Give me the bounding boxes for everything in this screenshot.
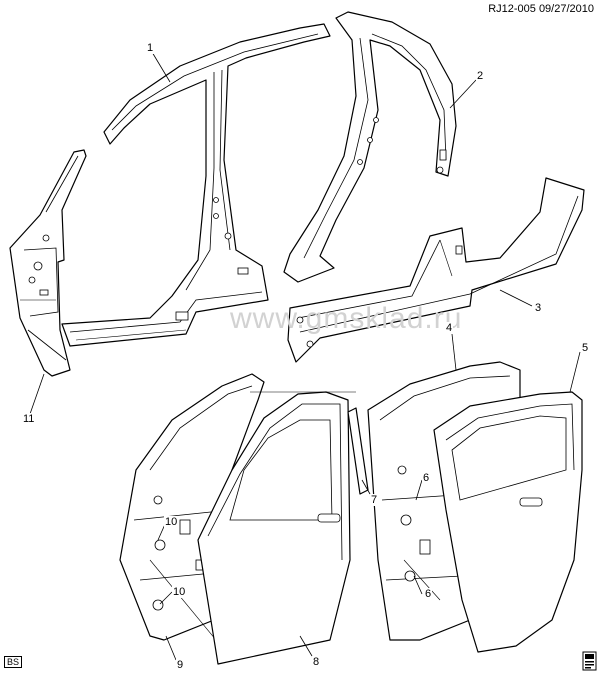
front-hinge-pillar [9,149,87,377]
rear-door-channel [347,407,369,495]
callout-4: 4 [445,322,454,334]
callout-6-upper: 6 [422,472,431,484]
callout-10-lower: 10 [172,586,187,598]
callout-6-lower: 6 [424,588,433,600]
callout-7: 7 [370,494,379,506]
callout-2: 2 [476,70,485,82]
callout-11: 11 [22,413,36,425]
diagram-reference: RJ12-005 09/27/2010 [488,3,594,15]
callout-1: 1 [146,42,155,54]
callout-5: 5 [581,342,590,354]
rear-door-outer-panel [433,391,583,653]
book-icon [582,651,597,671]
body-side-panel-rear [283,11,457,283]
callout-8: 8 [312,656,321,668]
rocker-panel-rear [287,177,585,363]
body-side-panel-front [61,23,331,347]
callout-9: 9 [176,659,185,671]
callout-10-upper: 10 [164,516,179,528]
front-door-outer-panel [197,391,356,665]
leader-lines [29,51,581,661]
body-style-tag: BS [4,656,23,668]
callout-3: 3 [534,302,543,314]
